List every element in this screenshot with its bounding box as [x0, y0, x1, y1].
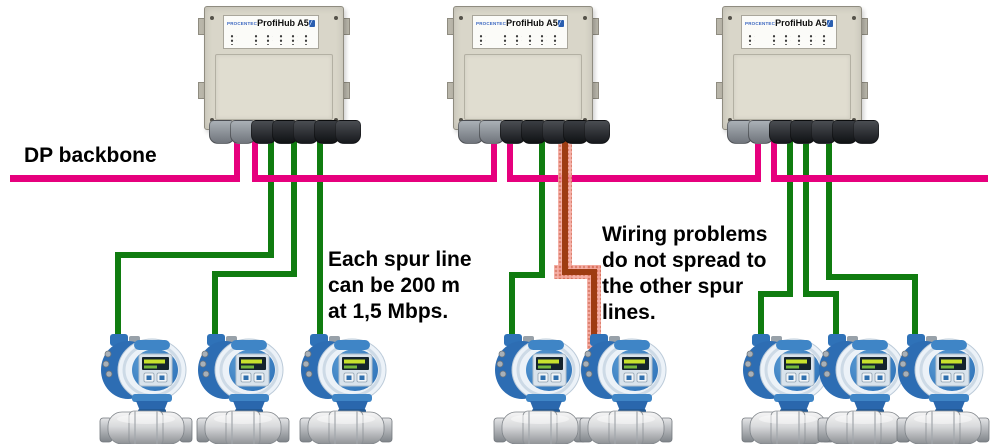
line-segment — [912, 274, 918, 340]
backbone-drop — [252, 126, 258, 182]
note-line: can be 200 m — [328, 274, 460, 297]
hub-enclosure: PROCENTEC ProfiHub A5 — [204, 6, 344, 130]
flow-meter-device — [492, 332, 588, 444]
line-segment — [291, 126, 297, 277]
hub-brand-text: PROCENTEC — [476, 20, 507, 26]
flow-meter-device — [98, 332, 194, 444]
profihub-3: PROCENTEC ProfiHub A5 — [716, 6, 879, 144]
backbone-drop — [234, 126, 240, 182]
flow-meter-image — [895, 332, 991, 444]
spur-length-note: Each spur line can be 200 m at 1,5 Mbps. — [328, 247, 472, 325]
line-segment — [758, 291, 793, 297]
flow-meter-image — [298, 332, 394, 444]
note-line: Wiring problems — [602, 223, 768, 246]
note-line: at 1,5 Mbps. — [328, 300, 449, 323]
hub-led-indicators — [228, 33, 314, 45]
hub-led-indicators — [746, 33, 832, 45]
hub-title: ProfiHub A5 — [506, 18, 558, 28]
profihub-1: PROCENTEC ProfiHub A5 — [198, 6, 361, 144]
hub-cable-glands — [458, 120, 610, 144]
profihub-2: PROCENTEC ProfiHub A5 — [447, 6, 610, 144]
line-segment — [826, 274, 918, 280]
flow-meter-image — [98, 332, 194, 444]
hub-enclosure: PROCENTEC ProfiHub A5 — [722, 6, 862, 130]
procentec-logo-icon — [557, 19, 564, 27]
hub-title: ProfiHub A5 — [775, 18, 827, 28]
backbone-drop — [771, 126, 777, 182]
line-segment — [509, 272, 515, 345]
line-segment — [509, 272, 545, 278]
note-line: Each spur line — [328, 248, 472, 271]
line-segment — [803, 126, 809, 297]
line-segment — [115, 252, 121, 340]
line-segment — [758, 291, 764, 340]
flow-meter-device — [195, 332, 291, 444]
backbone-segment — [771, 175, 988, 182]
line-segment — [317, 126, 323, 340]
backbone-drop — [491, 126, 497, 182]
line-segment — [212, 271, 218, 340]
wiring-problems-note: Wiring problems do not spread to the oth… — [602, 222, 768, 326]
hub-brand-text: PROCENTEC — [745, 20, 776, 26]
note-line: lines. — [602, 301, 656, 324]
backbone-drop — [755, 126, 761, 182]
note-line: the other spur — [602, 275, 744, 298]
line-segment — [539, 126, 545, 278]
line-segment — [268, 126, 274, 258]
hub-label-plate: PROCENTEC ProfiHub A5 — [472, 15, 568, 49]
fault-core-segment — [562, 269, 597, 275]
hub-brand-text: PROCENTEC — [227, 20, 258, 26]
flow-meter-device — [895, 332, 991, 444]
hub-label-plate: PROCENTEC ProfiHub A5 — [741, 15, 837, 49]
hub-cable-glands — [727, 120, 879, 144]
line-segment — [115, 252, 274, 258]
flow-meter-image — [578, 332, 674, 444]
line-segment — [787, 126, 793, 297]
flow-meter-device-faulted-spur — [578, 332, 674, 444]
backbone-drop — [507, 126, 513, 182]
hub-title: ProfiHub A5 — [257, 18, 309, 28]
hub-label-plate: PROCENTEC ProfiHub A5 — [223, 15, 319, 49]
hub-enclosure: PROCENTEC ProfiHub A5 — [453, 6, 593, 130]
flow-meter-image — [492, 332, 588, 444]
dp-backbone-label: DP backbone — [24, 144, 157, 167]
backbone-segment — [252, 175, 497, 182]
hub-front-panel — [733, 54, 851, 120]
hub-led-indicators — [477, 33, 563, 45]
backbone-segment — [513, 175, 761, 182]
hub-front-panel — [464, 54, 582, 120]
fault-core-segment — [591, 269, 597, 345]
note-line: do not spread to — [602, 249, 767, 272]
backbone-segment — [10, 175, 240, 182]
hub-cable-glands — [209, 120, 361, 144]
hub-front-panel — [215, 54, 333, 120]
fault-core-segment — [562, 120, 568, 275]
flow-meter-image — [195, 332, 291, 444]
line-segment — [803, 291, 839, 297]
procentec-logo-icon — [826, 19, 833, 27]
procentec-logo-icon — [308, 19, 315, 27]
line-segment — [826, 126, 832, 280]
line-segment — [833, 291, 839, 340]
flow-meter-device — [298, 332, 394, 444]
line-segment — [212, 271, 297, 277]
